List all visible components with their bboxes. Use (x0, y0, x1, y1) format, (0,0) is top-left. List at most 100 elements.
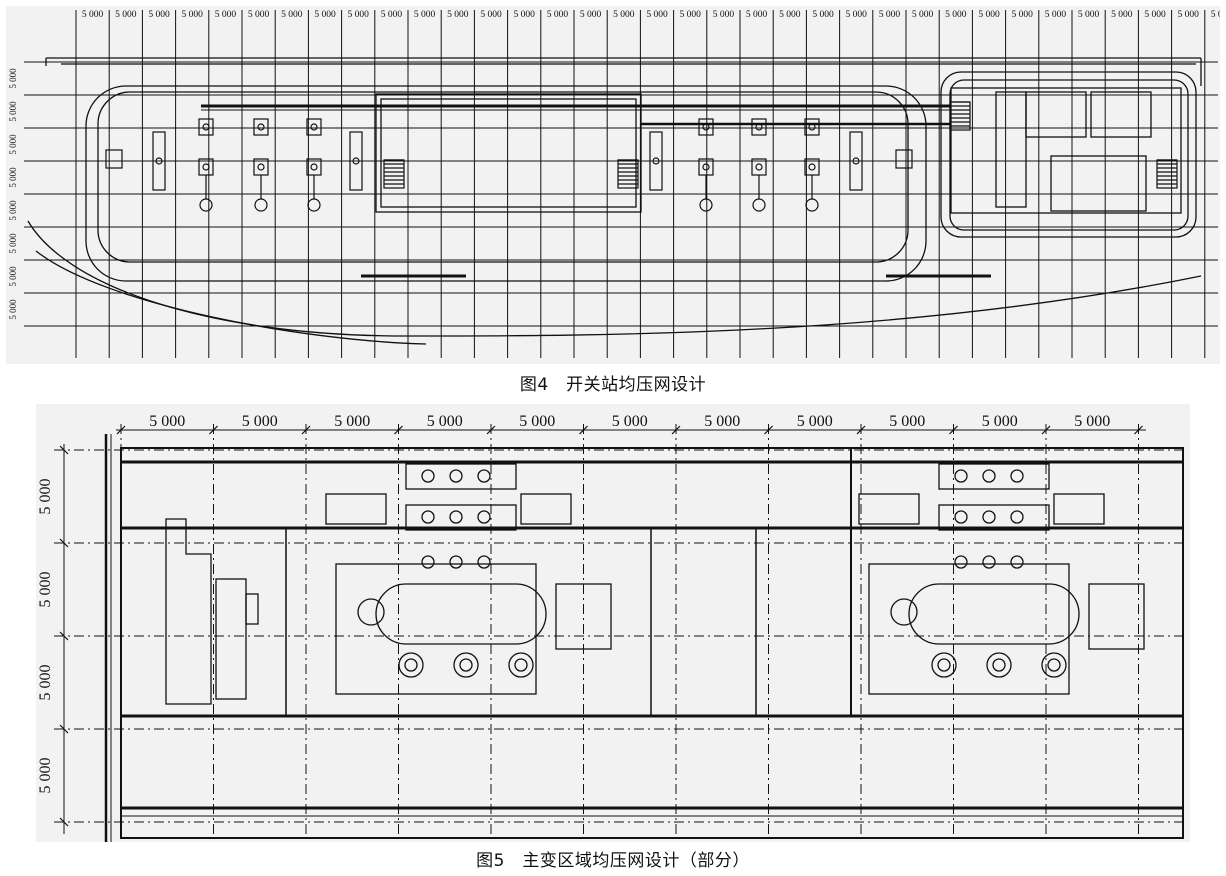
figure-4-caption: 图4 开关站均压网设计 (519, 375, 707, 395)
figure-5-caption: 图5 主变区域均压网设计（部分） (476, 851, 750, 871)
cooler-bank (405, 463, 517, 490)
cooler-bank (938, 463, 1050, 490)
transformer-tank (375, 583, 547, 645)
fan-circle (982, 510, 996, 524)
breaker-contact (257, 123, 265, 131)
radiator-box (555, 583, 612, 650)
transformer-equipment (165, 463, 1145, 705)
left-dimension-label: 5 000 (8, 167, 18, 188)
cable-trench-box (617, 159, 639, 189)
fan-circle (421, 469, 435, 483)
top-dimension-label: 5 000 (1211, 10, 1220, 20)
top-dimension-label: 5 000 (889, 413, 925, 430)
cable-trench-box (383, 159, 405, 189)
top-dimension-label: 5 000 (713, 10, 735, 20)
top-dimension-label: 5 000 (846, 10, 868, 20)
top-dimension-label: 5 000 (680, 10, 702, 20)
conservator-circle (357, 598, 385, 626)
insulator-symbol (805, 198, 819, 212)
top-dimension-label: 5 000 (82, 10, 104, 20)
disconnector-contact (202, 163, 210, 171)
bushing-inner (992, 658, 1006, 672)
auxiliary-panel (165, 518, 212, 705)
top-dimension-label: 5 000 (1078, 10, 1100, 20)
main-transformer-grounding-grid-drawing: 5 000 5 000 5 000 5 000 5 000 5 000 5 000 5 000… (36, 404, 1190, 842)
insulator-symbol (254, 198, 268, 212)
breaker-symbol (804, 118, 820, 136)
bay-node (852, 157, 860, 165)
radiator-box (1088, 583, 1145, 650)
conservator-circle (890, 598, 918, 626)
top-dimension-label: 5 000 (1111, 10, 1133, 20)
cooler-circle (1010, 555, 1024, 569)
fan-circle (954, 510, 968, 524)
left-dimension-label: 5 000 (37, 479, 54, 515)
top-dimension-label: 5 000 (704, 413, 740, 430)
control-cabinet (858, 493, 920, 525)
bushing-inner (937, 658, 951, 672)
top-dimension-label: 5 000 (646, 10, 668, 20)
top-dimension-label: 5 000 (427, 413, 463, 430)
top-dimension-label: 5 000 (945, 10, 967, 20)
fan-circle (477, 469, 491, 483)
insulator-symbol (307, 198, 321, 212)
breaker-symbol (751, 118, 767, 136)
top-dimension-label: 5 000 (580, 10, 602, 20)
top-dimension-label: 5 000 (248, 10, 270, 20)
building-walls (104, 434, 1184, 842)
breaker-symbol (198, 118, 214, 136)
breaker-symbol (698, 118, 714, 136)
site-outline (27, 57, 1202, 345)
terminal-box (895, 149, 913, 169)
transformer-bay-symbol (152, 131, 166, 191)
fan-circle (1010, 469, 1024, 483)
breaker-contact (310, 123, 318, 131)
fan-circle (477, 510, 491, 524)
cooler-circle (982, 555, 996, 569)
dimension-labels: 5 000 5 000 5 000 5 000 5 000 5 000 5 000 5 000… (37, 413, 1110, 794)
bushing-circle (398, 652, 424, 678)
top-dimension-label: 5 000 (480, 10, 502, 20)
cooler-circle (954, 555, 968, 569)
cooler-circle (421, 555, 435, 569)
bushing-inner (1047, 658, 1061, 672)
top-dimension-label: 5 000 (613, 10, 635, 20)
disconnector-contact (808, 163, 816, 171)
cooler-circle (477, 555, 491, 569)
top-dimension-label: 5 000 (982, 413, 1018, 430)
left-dimension-label: 5 000 (8, 101, 18, 122)
fan-circle (954, 469, 968, 483)
left-dimension-label: 5 000 (37, 572, 54, 608)
transformer-bay-symbol (349, 131, 363, 191)
bushing-inner (514, 658, 528, 672)
transformer-bay-symbol (849, 131, 863, 191)
top-dimension-label: 5 000 (334, 413, 370, 430)
insulator-symbol (752, 198, 766, 212)
top-dimension-label: 5 000 (1045, 10, 1067, 20)
top-dimension-label: 5 000 (115, 10, 137, 20)
equipment-symbols (105, 101, 1178, 212)
bushing-inner (459, 658, 473, 672)
left-dimension-label: 5 000 (37, 758, 54, 794)
bushing-circle (931, 652, 957, 678)
top-dimension-label: 5 000 (182, 10, 204, 20)
top-dimension-label: 5 000 (1074, 413, 1110, 430)
control-cabinet (1053, 493, 1105, 525)
fan-circle (421, 510, 435, 524)
transformer-bay-symbol (649, 131, 663, 191)
dimension-labels: 5 000 5 000 5 000 5 000 5 000 5 000 5 000 5 000… (8, 10, 1220, 320)
disconnector-contact (702, 163, 710, 171)
top-dimension-label: 5 000 (612, 413, 648, 430)
insulator-symbol (199, 198, 213, 212)
breaker-contact (202, 123, 210, 131)
transformer-pad (868, 563, 1070, 695)
left-dimension-label: 5 000 (8, 200, 18, 221)
bushing-circle (453, 652, 479, 678)
bay-node (652, 157, 660, 165)
insulator-symbol (699, 198, 713, 212)
left-dimension-label: 5 000 (8, 68, 18, 89)
top-dimension-label: 5 000 (447, 10, 469, 20)
left-dimension-label: 5 000 (8, 233, 18, 254)
top-dimension-label: 5 000 (746, 10, 768, 20)
left-dimension-label: 5 000 (8, 266, 18, 287)
